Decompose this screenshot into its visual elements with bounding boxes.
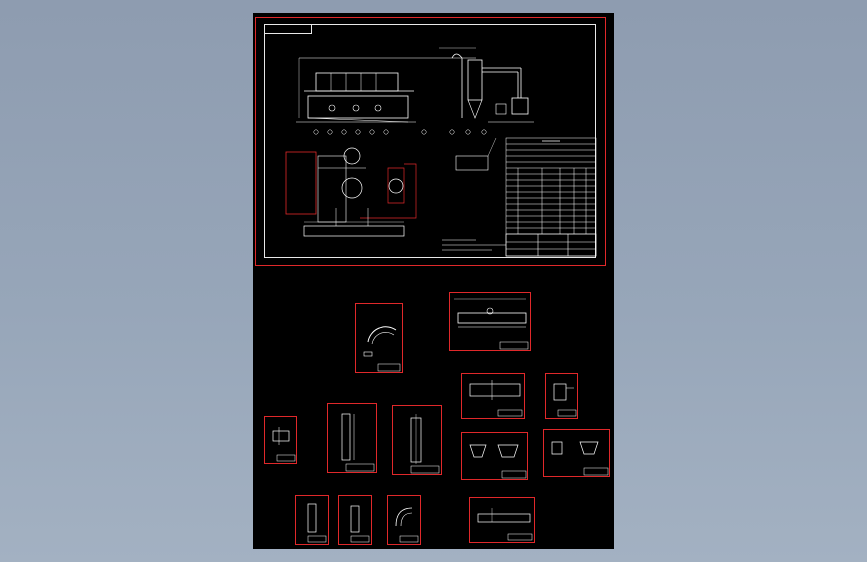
assembly-linework — [285, 47, 597, 257]
elbow-part-linework — [395, 507, 419, 543]
parts-list-table — [505, 137, 597, 257]
title-block — [505, 233, 597, 257]
technical-notes — [442, 239, 506, 251]
detail-drawing-frame-part-a[interactable] — [461, 373, 525, 419]
main-drawing-border — [264, 24, 596, 258]
fan-housing — [511, 97, 529, 115]
arc-part-linework — [363, 326, 401, 372]
dryer-bed — [307, 95, 409, 119]
bracket-part-linework — [553, 383, 577, 417]
detail-drawing-housing-part[interactable] — [543, 429, 610, 477]
pin-part-b-linework — [350, 505, 370, 543]
detail-drawing-bracket-part[interactable] — [545, 373, 578, 419]
drum — [343, 147, 361, 165]
detail-drawing-beam-assembly[interactable] — [449, 292, 531, 351]
shaft-part-a-linework — [341, 413, 375, 472]
detail-drawing-elbow-part[interactable] — [387, 495, 421, 545]
side-view-red-outline — [285, 151, 317, 215]
shaft-part-b-linework — [410, 414, 440, 474]
cyclone-body — [467, 59, 483, 101]
main-assembly-drawing[interactable] — [255, 17, 606, 266]
feeder-box — [315, 72, 399, 92]
cyclone-pipe — [451, 53, 463, 118]
detail-drawing-arc-part[interactable] — [355, 303, 403, 373]
drawing-number-box — [264, 24, 312, 34]
beam-part-b-linework — [477, 508, 533, 541]
detail-drawing-shaft-part-a[interactable] — [327, 403, 377, 473]
base-plate — [303, 225, 405, 237]
beam-assembly-linework — [454, 298, 529, 350]
detail-drawing-pin-part-b[interactable] — [338, 495, 372, 545]
drawing-sheet[interactable] — [253, 13, 614, 549]
small-bracket-linework — [272, 427, 296, 462]
detail-drawing-small-bracket[interactable] — [264, 416, 297, 464]
detail-drawing-hopper-part[interactable] — [461, 432, 528, 480]
pin-part-a-linework — [307, 503, 327, 543]
frame-part-a-linework — [469, 380, 523, 417]
hopper-part-linework — [469, 444, 527, 479]
housing-part-linework — [551, 441, 609, 476]
detail-drawing-pin-part-a[interactable] — [295, 495, 329, 545]
detail-drawing-beam-part-b[interactable] — [469, 497, 535, 543]
detail-drawing-shaft-part-b[interactable] — [392, 405, 442, 475]
callout-balloons — [313, 129, 487, 135]
detail-box — [455, 155, 489, 171]
